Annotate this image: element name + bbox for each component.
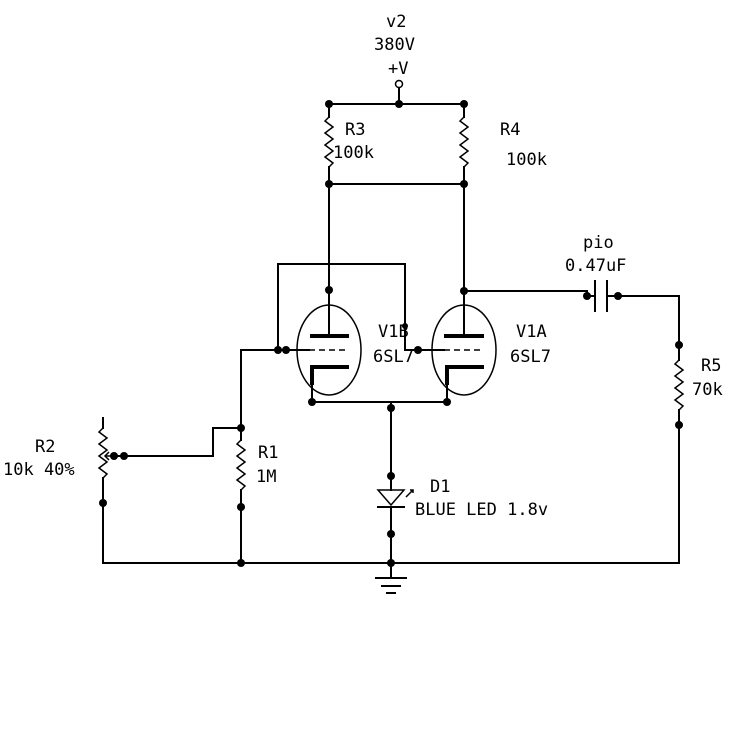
pio-value: 0.47uF bbox=[565, 256, 626, 276]
plate-tie-wire bbox=[328, 183, 465, 291]
v1a-name: V1A bbox=[516, 322, 547, 342]
d1-value: BLUE LED 1.8v bbox=[415, 500, 548, 520]
resistor-r3: R3 100k bbox=[323, 103, 374, 185]
r5-value: 70k bbox=[692, 380, 723, 400]
r1-name: R1 bbox=[258, 443, 278, 463]
resistor-r4: R4 100k bbox=[458, 103, 547, 185]
junction-dots bbox=[99, 100, 683, 567]
r4-value: 100k bbox=[506, 150, 547, 170]
supply-terminal: v2 380V +V bbox=[374, 12, 415, 105]
r4-name: R4 bbox=[500, 120, 520, 140]
v1b-name: V1B bbox=[378, 322, 409, 342]
r1-value: 1M bbox=[256, 467, 276, 487]
diode-d1: D1 BLUE LED 1.8v bbox=[376, 477, 548, 577]
r5-name: R5 bbox=[701, 356, 721, 376]
capacitor-pio: pio 0.47uF bbox=[463, 233, 680, 312]
tube-v1a: V1A 6SL7 bbox=[417, 289, 551, 403]
supply-voltage: 380V bbox=[374, 35, 415, 55]
pio-name: pio bbox=[583, 233, 614, 253]
d1-name: D1 bbox=[430, 477, 450, 497]
resistor-r5: R5 70k bbox=[673, 295, 723, 564]
r2-value: 10k 40% bbox=[3, 460, 75, 480]
grid-feedback-wire bbox=[277, 263, 419, 351]
v1b-type: 6SL7 bbox=[373, 347, 414, 367]
tube-v1b: V1B 6SL7 bbox=[283, 289, 414, 403]
grid-input-wire bbox=[111, 349, 285, 457]
v1a-type: 6SL7 bbox=[510, 347, 551, 367]
cathode-bus bbox=[311, 401, 448, 483]
resistor-r1: R1 1M bbox=[235, 427, 278, 564]
r3-value: 100k bbox=[333, 143, 374, 163]
supply-name: v2 bbox=[386, 12, 406, 32]
potentiometer-r2: R2 10k 40% bbox=[3, 417, 112, 564]
ground-symbol bbox=[375, 577, 407, 594]
supply-symbol: +V bbox=[388, 59, 408, 79]
r2-name: R2 bbox=[35, 437, 55, 457]
r3-name: R3 bbox=[345, 120, 365, 140]
